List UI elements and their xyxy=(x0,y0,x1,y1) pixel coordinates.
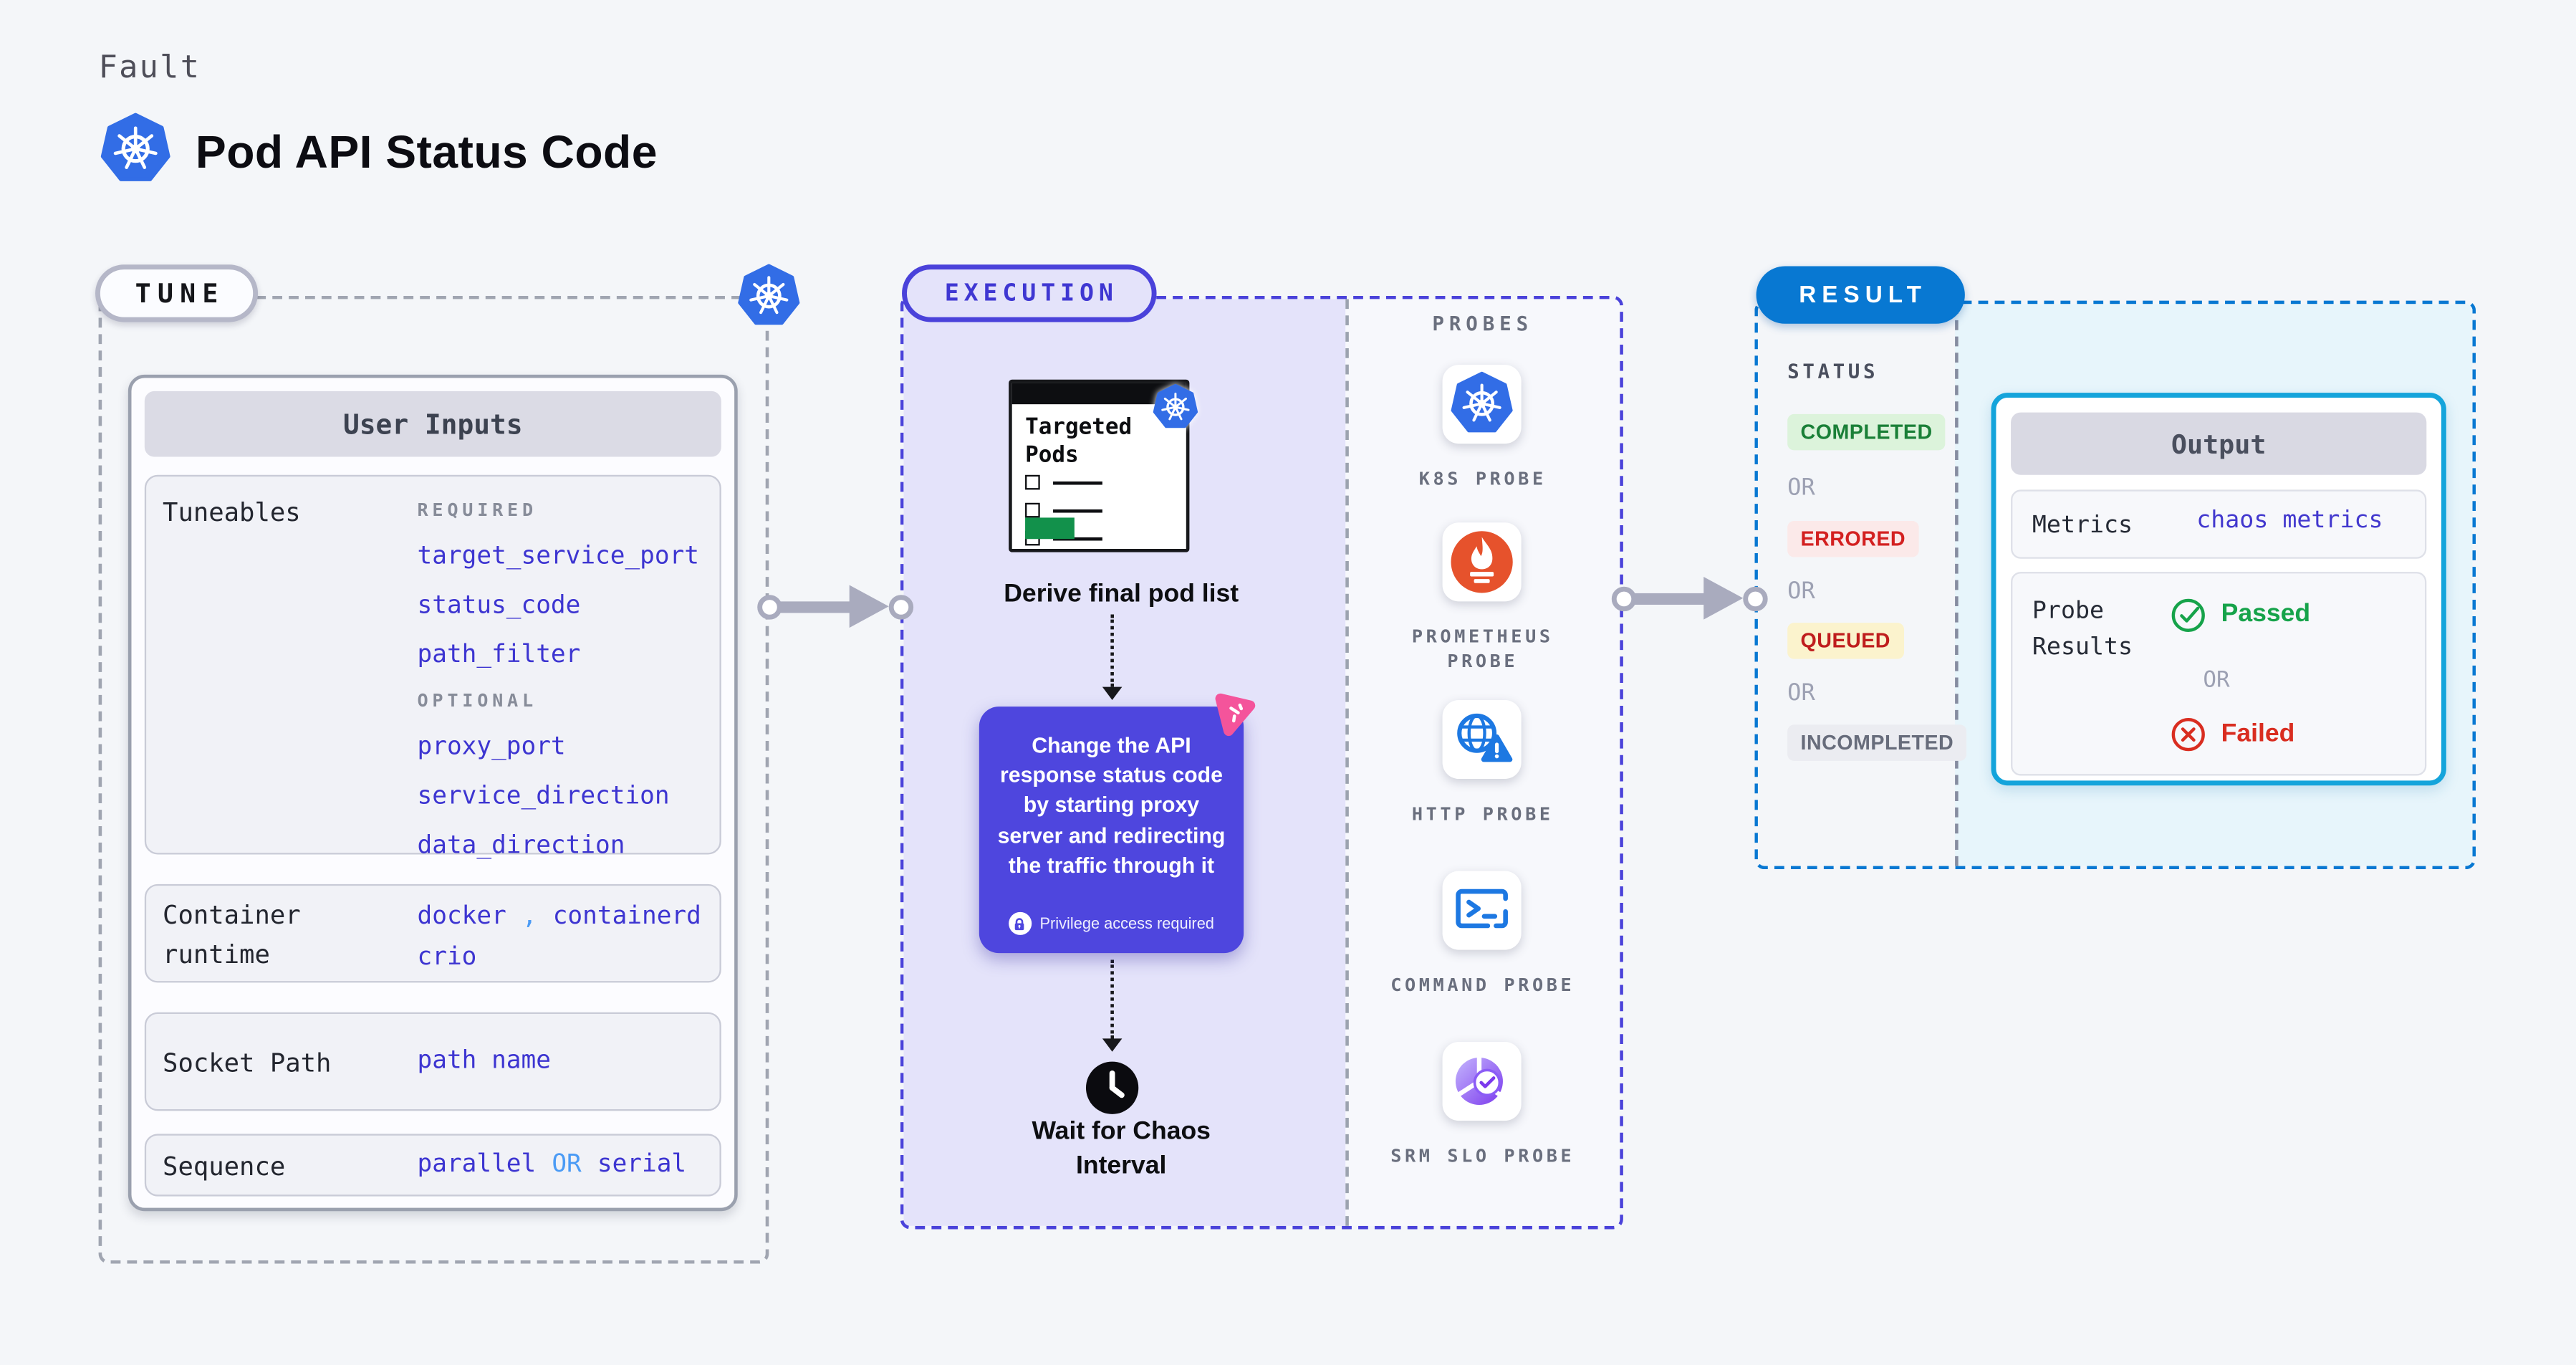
sequence-value: parallel xyxy=(417,1149,537,1179)
arrow-down-icon xyxy=(1102,686,1123,700)
clock-icon xyxy=(1085,1060,1140,1116)
socket-path-label: Socket Path xyxy=(163,1048,332,1078)
status-badge-incompleted: INCOMPLETED xyxy=(1787,724,1967,761)
kubernetes-icon xyxy=(736,263,802,330)
status-badge-errored: ERRORED xyxy=(1787,520,1919,557)
probe-results-label: Probe Results xyxy=(2032,598,2133,661)
tuneables-label: Tuneables xyxy=(163,497,301,528)
check-circle-icon xyxy=(2168,595,2208,634)
or-label: OR xyxy=(1787,680,1815,707)
http-probe-icon xyxy=(1442,699,1522,780)
execution-badge: EXECUTION xyxy=(902,264,1156,322)
runtime-value: crio xyxy=(417,942,477,972)
required-label: REQUIRED xyxy=(417,499,537,521)
runtime-value: docker xyxy=(417,900,506,931)
tuneable-param: target_service_port xyxy=(417,540,700,570)
failed-label: Failed xyxy=(2221,719,2295,748)
probes-title: PROBES xyxy=(1432,312,1534,335)
status-badge-queued: QUEUED xyxy=(1787,623,1904,659)
chaos-action-text: Change the API response status code by s… xyxy=(997,732,1226,878)
connector-line xyxy=(1110,614,1114,687)
sequence-value: serial xyxy=(597,1149,687,1179)
connector-line xyxy=(1110,959,1114,1039)
sequence-label: Sequence xyxy=(163,1151,286,1182)
probe-label: HTTP PROBE xyxy=(1411,803,1554,825)
container-runtime-label: Container runtime xyxy=(163,900,301,970)
tuneable-param: service_direction xyxy=(417,780,670,810)
probe-results-row: Probe Results Passed OR Failed xyxy=(2011,572,2427,776)
or-label: OR xyxy=(1787,474,1815,502)
srm-slo-probe-icon xyxy=(1442,1041,1522,1121)
derive-pod-list-label: Derive final pod list xyxy=(1004,580,1239,608)
targeted-pods-title: Targeted Pods xyxy=(1025,413,1133,469)
metrics-row: Metrics chaos metrics xyxy=(2011,489,2427,559)
socket-path-row: Socket Path path name xyxy=(144,1012,721,1111)
output-card: Output Metrics chaos metrics Probe Resul… xyxy=(1991,393,2446,786)
metrics-label: Metrics xyxy=(2032,512,2133,540)
wait-chaos-interval-label: Wait for Chaos Interval xyxy=(1032,1117,1211,1180)
tuneable-param: status_code xyxy=(417,590,581,620)
tuneables-row: Tuneables REQUIRED target_service_port s… xyxy=(144,474,721,859)
runtime-value: containerd xyxy=(552,900,701,931)
probe-label: SRM SLO PROBE xyxy=(1390,1145,1575,1167)
or-label: OR xyxy=(1787,578,1815,605)
chaos-fault-icon xyxy=(1209,687,1261,739)
x-circle-icon xyxy=(2168,715,2208,755)
status-label: STATUS xyxy=(1787,360,1879,383)
result-badge: RESULT xyxy=(1756,266,1965,324)
probe-label: K8S PROBE xyxy=(1418,468,1547,490)
probe-label: PROMETHEUS PROBE xyxy=(1411,626,1554,672)
passed-label: Passed xyxy=(2221,600,2311,628)
metrics-value: chaos metrics xyxy=(2196,507,2383,535)
tuneable-param: data_direction xyxy=(417,830,625,860)
progress-bar xyxy=(1025,517,1075,540)
runtime-separator: , xyxy=(522,900,537,931)
chaos-action-card: Change the API response status code by s… xyxy=(979,707,1244,954)
kubernetes-icon xyxy=(99,112,173,187)
sequence-operator: OR xyxy=(552,1149,582,1179)
page-title: Pod API Status Code xyxy=(195,126,658,178)
or-label: OR xyxy=(2203,667,2230,694)
container-runtime-row: Container runtime docker , containerd cr… xyxy=(144,883,721,983)
sequence-row: Sequence parallel OR serial xyxy=(144,1134,721,1197)
user-inputs-header: User Inputs xyxy=(144,391,721,457)
k8s-probe-icon xyxy=(1442,365,1522,444)
tuneable-param: path_filter xyxy=(417,639,581,669)
fault-eyebrow: Fault xyxy=(98,49,201,86)
status-badge-completed: COMPLETED xyxy=(1787,413,1946,451)
probe-label: COMMAND PROBE xyxy=(1390,974,1575,996)
command-probe-icon xyxy=(1442,871,1522,950)
tuneable-param: proxy_port xyxy=(417,731,566,761)
optional-label: OPTIONAL xyxy=(417,690,537,712)
kubernetes-icon xyxy=(1153,383,1198,428)
tune-section xyxy=(98,295,769,1264)
privilege-note: Privilege access required xyxy=(1039,914,1214,933)
output-header: Output xyxy=(2011,412,2427,475)
arrow-down-icon xyxy=(1102,1038,1123,1052)
socket-path-value: path name xyxy=(417,1045,551,1075)
tune-badge: TUNE xyxy=(95,264,259,322)
lock-icon xyxy=(1008,911,1032,935)
prometheus-probe-icon xyxy=(1442,522,1522,602)
